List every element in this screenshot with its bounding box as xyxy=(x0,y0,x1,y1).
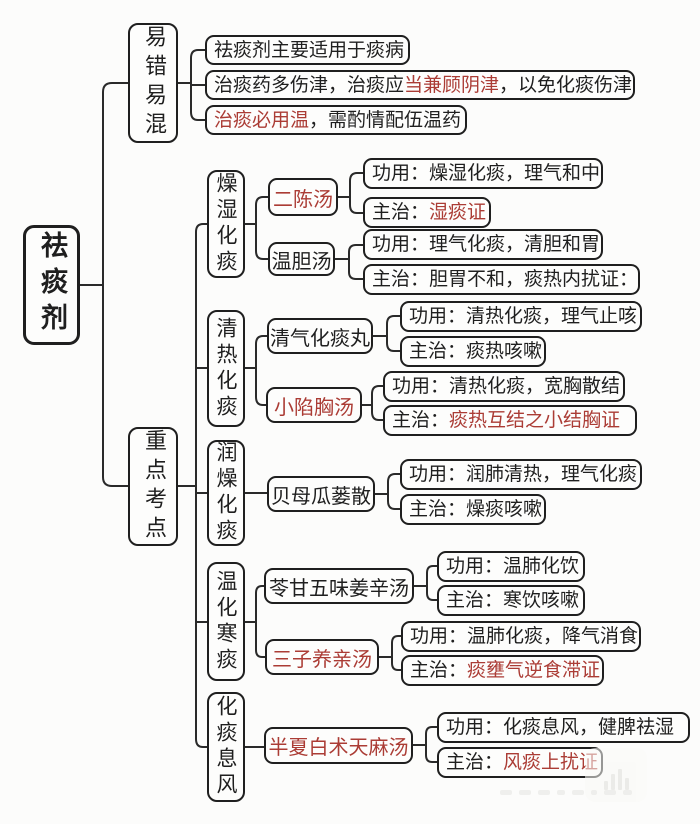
watermark-text-blur xyxy=(500,790,660,795)
zhuzhi-label: 主治： xyxy=(392,409,450,431)
zhuzhi-box: 主治：湿痰证 xyxy=(363,197,491,228)
zhuzhi-label: 主治： xyxy=(410,659,468,681)
zhuzhi-label: 主治： xyxy=(446,589,504,611)
formula-erchentang: 二陈汤 xyxy=(268,178,338,216)
zhuzhi-box: 主治：燥痰咳嗽 xyxy=(400,494,546,525)
branch-misc-label: 易错易混 xyxy=(141,25,166,141)
gongyong-label: 功用： xyxy=(372,162,430,184)
formula-linggan-wuwei-jiangxin-tang: 苓甘五味姜辛汤 xyxy=(264,568,414,604)
category-wenhua-hantan: 温化寒痰 xyxy=(207,562,245,681)
formula-banxia-baizhu-tianma-tang: 半夏白术天麻汤 xyxy=(264,727,413,764)
note-text-highlight: 当兼顾阴津 xyxy=(404,73,500,96)
watermark xyxy=(500,748,690,808)
zhuzhi-box: 主治：痰壅气逆食滞证 xyxy=(401,655,604,686)
gongyong-box: 功用：温肺化饮 xyxy=(437,551,585,582)
category-huatan-xifeng: 化痰息风 xyxy=(207,692,245,802)
category-label: 清热化痰 xyxy=(214,316,238,421)
gongyong-label: 功用： xyxy=(410,625,468,647)
note-item: 治痰药多伤津，治痰应当兼顾阴津，以免化痰伤津 xyxy=(205,70,635,100)
zhuzhi-value: 风痰上扰证 xyxy=(503,751,599,773)
zhuzhi-value: 痰热互结之小结胸证 xyxy=(449,409,621,431)
formula-name: 清气化痰丸 xyxy=(270,325,370,350)
gongyong-value: 清热化痰，宽胸散结 xyxy=(449,375,621,397)
gongyong-label: 功用： xyxy=(372,233,430,255)
gongyong-label: 功用： xyxy=(409,463,467,485)
gongyong-label: 功用： xyxy=(446,716,504,738)
formula-xiaoxianxiongtang: 小陷胸汤 xyxy=(266,387,362,423)
zhuzhi-box: 主治：胆胃不和，痰热内扰证： xyxy=(363,264,640,295)
zhuzhi-box: 主治：寒饮咳嗽 xyxy=(437,585,585,616)
gongyong-value: 化痰息风，健脾祛湿 xyxy=(503,716,675,738)
formula-name: 小陷胸汤 xyxy=(274,394,354,419)
zhuzhi-box: 主治：痰热互结之小结胸证 xyxy=(383,405,637,436)
formula-sanziyangqintang: 三子养亲汤 xyxy=(265,639,379,675)
gongyong-value: 燥湿化痰，理气和中 xyxy=(429,162,601,184)
zhuzhi-box: 主治：痰热咳嗽 xyxy=(400,336,546,367)
formula-name: 温胆汤 xyxy=(271,248,332,273)
gongyong-value: 理气化痰，清胆和胃 xyxy=(429,233,601,255)
zhuzhi-value: 痰热咳嗽 xyxy=(466,340,543,362)
branch-keypoints-node: 重点考点 xyxy=(128,427,178,546)
zhuzhi-label: 主治： xyxy=(372,268,430,290)
gongyong-box: 功用：温肺化痰，降气消食 xyxy=(401,621,641,652)
gongyong-box: 功用：清热化痰，理气止咳 xyxy=(400,301,642,332)
root-label: 祛痰剂 xyxy=(36,231,67,339)
zhuzhi-value: 痰壅气逆食滞证 xyxy=(467,659,601,681)
gongyong-box: 功用：清热化痰，宽胸散结 xyxy=(383,371,625,402)
watermark-chart-icon xyxy=(585,748,647,802)
note-text-highlight: 治痰必用温 xyxy=(214,108,310,131)
zhuzhi-box: 主治：风痰上扰证 xyxy=(437,747,603,778)
gongyong-label: 功用： xyxy=(392,375,450,397)
note-text: 祛痰剂主要适用于痰病 xyxy=(214,38,405,61)
category-runzao-huatan: 润燥化痰 xyxy=(207,440,245,546)
note-text: ，以免化痰伤津 xyxy=(499,73,633,96)
category-label: 润燥化痰 xyxy=(214,441,238,545)
zhuzhi-value: 胆胃不和，痰热内扰证： xyxy=(429,268,639,290)
category-label: 温化寒痰 xyxy=(214,569,238,674)
zhuzhi-value: 寒饮咳嗽 xyxy=(503,589,580,611)
branch-misc-node: 易错易混 xyxy=(128,23,178,143)
formula-qingqihuatanwan: 清气化痰丸 xyxy=(267,318,373,354)
gongyong-value: 清热化痰，理气止咳 xyxy=(466,305,638,327)
gongyong-box: 功用：燥湿化痰，理气和中 xyxy=(363,158,603,189)
category-qingre-huatan: 清热化痰 xyxy=(207,310,245,427)
gongyong-box: 功用：润肺清热，理气化痰 xyxy=(400,459,642,490)
zhuzhi-label: 主治： xyxy=(372,201,430,223)
formula-beimugualousan: 贝母瓜蒌散 xyxy=(267,476,375,512)
zhuzhi-label: 主治： xyxy=(446,751,504,773)
gongyong-value: 温肺化痰，降气消食 xyxy=(467,625,639,647)
note-text: 治痰药多伤津，治痰应 xyxy=(214,73,405,96)
gongyong-label: 功用： xyxy=(446,555,504,577)
formula-name: 二陈汤 xyxy=(273,186,333,211)
formula-name: 半夏白术天麻汤 xyxy=(268,735,409,759)
note-text: ，需酌情配伍温药 xyxy=(309,108,462,131)
note-item: 治痰必用温，需酌情配伍温药 xyxy=(205,105,467,135)
gongyong-label: 功用： xyxy=(409,305,467,327)
formula-name: 苓甘五味姜辛汤 xyxy=(269,575,409,600)
category-label: 化痰息风 xyxy=(214,695,238,799)
gongyong-value: 温肺化饮 xyxy=(503,555,580,577)
note-item: 祛痰剂主要适用于痰病 xyxy=(205,35,410,65)
zhuzhi-value: 湿痰证 xyxy=(429,201,487,223)
root-node: 祛痰剂 xyxy=(23,225,80,345)
gongyong-box: 功用：化痰息风，健脾祛湿 xyxy=(437,712,690,743)
zhuzhi-label: 主治： xyxy=(409,498,467,520)
formula-name: 三子养亲汤 xyxy=(272,646,372,671)
gongyong-value: 润肺清热，理气化痰 xyxy=(466,463,638,485)
category-zaoshi-huatan: 燥湿化痰 xyxy=(207,170,245,278)
formula-name: 贝母瓜蒌散 xyxy=(271,483,371,508)
zhuzhi-label: 主治： xyxy=(409,340,467,362)
gongyong-box: 功用：理气化痰，清胆和胃 xyxy=(363,229,603,260)
zhuzhi-value: 燥痰咳嗽 xyxy=(466,498,543,520)
formula-wendantang: 温胆汤 xyxy=(268,242,335,276)
category-label: 燥湿化痰 xyxy=(214,172,238,276)
branch-keypoints-label: 重点考点 xyxy=(141,428,166,545)
